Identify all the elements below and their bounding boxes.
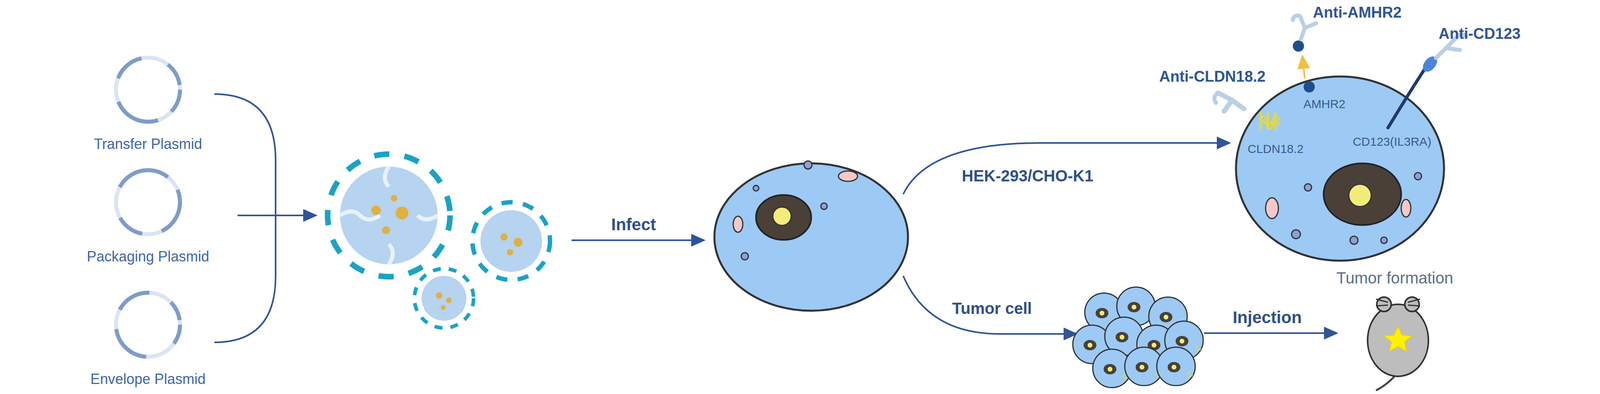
plasmid: Packaging Plasmid: [68, 166, 228, 265]
amhr2-receptor: [1303, 81, 1315, 93]
antibody-label: Anti-AMHR2: [1312, 4, 1402, 22]
antibody-label: Anti-CLDN18.2: [1159, 68, 1266, 86]
plasmid: Envelope Plasmid: [68, 288, 228, 388]
mouse: [1367, 296, 1429, 390]
plasmid-ring: [112, 53, 184, 126]
plasmid-label: Packaging Plasmid: [68, 248, 228, 265]
cd123-receptor: [1388, 70, 1424, 128]
amhr2-receptor: [1292, 40, 1304, 52]
bracket: [214, 94, 276, 342]
plasmid: Transfer Plasmid: [68, 53, 228, 153]
plasmid-ring: [112, 166, 184, 238]
antibody: [1214, 92, 1244, 112]
receptor-label: CD123(IL3RA): [1352, 134, 1432, 149]
receptor-label: AMHR2: [1303, 97, 1346, 111]
cell: [714, 160, 908, 311]
antibody-label: Anti-CD123: [1438, 25, 1521, 43]
arrow: [237, 214, 316, 216]
plasmid-ring: [112, 288, 184, 361]
step-label: Injection: [1232, 307, 1302, 327]
step-label: HEK-293/CHO-K1: [962, 166, 1094, 185]
tumor-cells: [1072, 286, 1204, 388]
virus: [472, 202, 550, 280]
arrow: [903, 275, 1077, 334]
arrow: [1204, 332, 1337, 334]
virus: [414, 268, 474, 328]
result-label: Tumor formation: [1336, 268, 1454, 287]
step-label: Infect: [611, 214, 656, 234]
arrow: [571, 239, 704, 241]
engineered-cell: [1236, 76, 1444, 261]
receptor-label: CLDN18.2: [1247, 142, 1304, 156]
virus: [327, 154, 450, 277]
plasmid-label: Envelope Plasmid: [68, 370, 228, 388]
step-label: Tumor cell: [952, 299, 1032, 318]
plasmid-label: Transfer Plasmid: [68, 135, 228, 153]
antibody: [1292, 15, 1316, 40]
arrow: [903, 142, 1230, 194]
arrow: [1302, 56, 1305, 79]
cldn-receptor: [1260, 112, 1280, 130]
